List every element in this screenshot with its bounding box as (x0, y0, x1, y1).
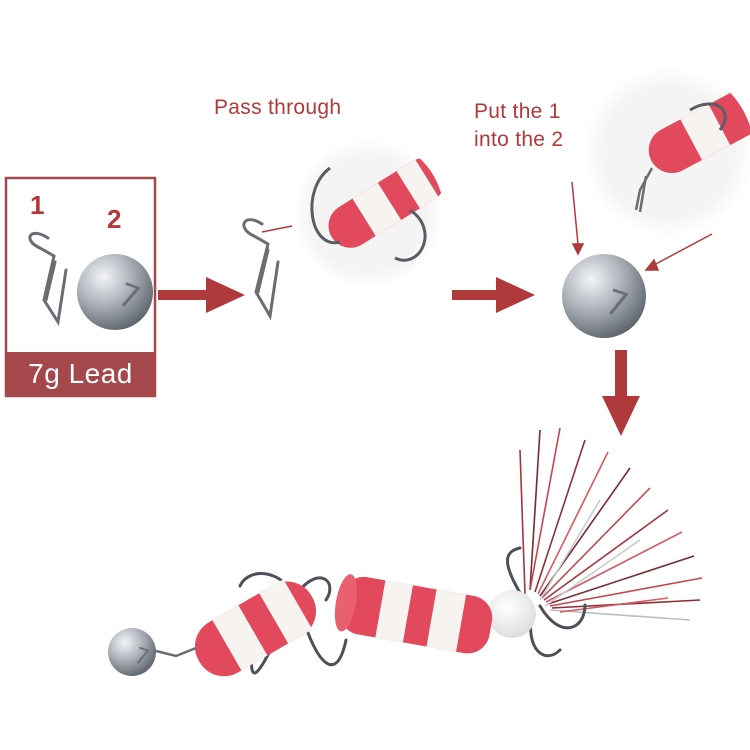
snap-clip-icon (151, 646, 197, 658)
pointer-lines (571, 181, 713, 271)
pointer-line (261, 225, 293, 233)
zoom-circle-pass-through (292, 138, 444, 290)
snap-clip-icon (28, 231, 68, 327)
down-arrow-icon (602, 350, 640, 436)
lead-weight-banner: 7g Lead (6, 352, 155, 396)
kit-label-1: 1 (30, 190, 45, 220)
lead-sinker-icon: 7 (562, 254, 646, 338)
white-bead (488, 590, 536, 638)
zoom-circle-put-in (582, 66, 750, 238)
step-put-label: Put the 1 into the 2 (474, 100, 564, 151)
snap-clip-icon (242, 218, 280, 321)
tinsel-tail-icon (519, 427, 703, 621)
right-arrow-icon (158, 277, 245, 313)
foam-body-icon (334, 574, 493, 654)
right-arrow-icon (452, 277, 535, 313)
assembled-lure: 7 (108, 427, 703, 677)
step-pass-through-label: Pass through (214, 96, 342, 119)
kit-label-2: 2 (107, 204, 122, 234)
lead-sinker-icon: 7 (108, 628, 156, 676)
lead-sinker-icon: 7 (77, 254, 153, 330)
foam-body-icon (194, 579, 317, 677)
